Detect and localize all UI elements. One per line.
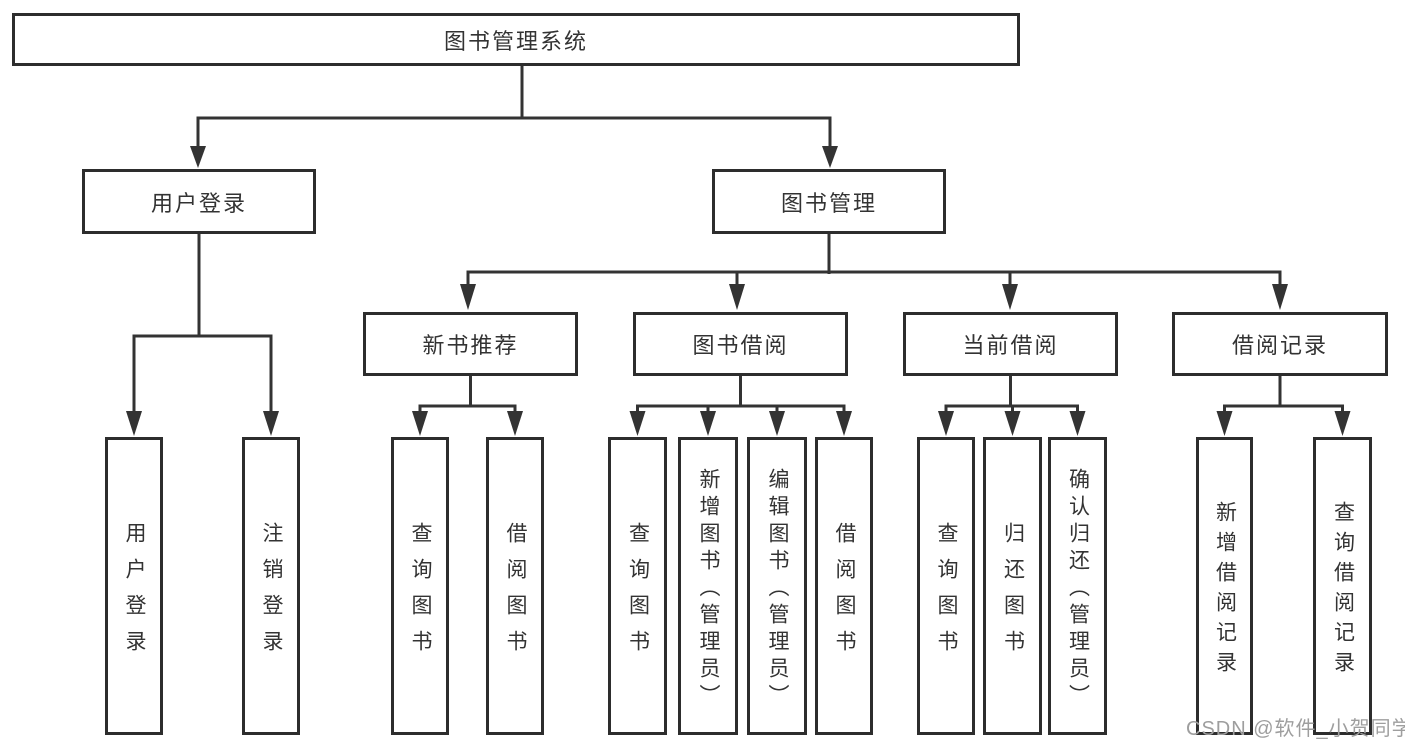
node-book-borrowing-label: 图书借阅 [692,333,789,358]
arrowhead-icon [412,411,428,436]
arrowhead-icon [1002,284,1018,310]
arrowhead-icon [263,411,279,436]
node-borrowing-records: 借阅记录 [1172,312,1388,376]
arrowhead-icon [1334,411,1351,436]
node-query-books-borrowing: 查询图书 [608,437,667,735]
node-book-borrowing: 图书借阅 [633,312,848,376]
connector-current-rail [944,404,1079,413]
node-user-login-group: 用户登录 [82,169,316,234]
node-edit-books-admin-label: 编辑图书（管理员） [766,467,789,711]
node-book-management: 图书管理 [712,169,946,234]
node-add-books-admin-label: 新增图书（管理员） [697,467,720,711]
node-logout-label: 注销登录 [260,521,283,666]
node-query-books-borrowing-label: 查询图书 [626,521,650,666]
connector-level3-rail [466,270,1282,287]
node-query-books-recommend-label: 查询图书 [409,521,432,666]
node-confirm-return-admin-label: 确认归还（管理员） [1066,467,1090,711]
connector-borrow-rail [636,404,846,413]
arrowhead-icon [629,411,646,436]
connector-newbook-rail [418,404,517,413]
node-borrow-books: 借阅图书 [815,437,873,735]
arrowhead-icon [729,284,745,310]
node-borrowing-records-label: 借阅记录 [1231,333,1328,358]
arrowhead-icon [822,146,838,168]
node-return-books: 归还图书 [983,437,1042,735]
arrowhead-icon [938,411,954,436]
arrowhead-icon [460,284,476,310]
node-root-label: 图书管理系统 [443,28,588,54]
arrowhead-icon [507,411,523,436]
node-query-books-current-label: 查询图书 [935,521,958,666]
node-add-books-admin: 新增图书（管理员） [678,437,738,735]
node-new-book-recommend-label: 新书推荐 [422,333,519,358]
watermark-text: CSDN @软件_小贺同学 [1186,718,1405,740]
node-current-borrowing-label: 当前借阅 [962,333,1059,358]
node-book-management-label: 图书管理 [780,190,877,216]
arrowhead-icon [1069,411,1086,436]
node-current-borrowing: 当前借阅 [903,312,1118,376]
node-root: 图书管理系统 [12,13,1020,66]
connector-records-rail [1223,404,1344,413]
arrowhead-icon [769,411,785,436]
node-query-borrow-record-label: 查询借阅记录 [1331,500,1355,681]
arrowhead-icon [700,411,716,436]
node-add-borrow-record: 新增借阅记录 [1196,437,1253,735]
arrowhead-icon [836,411,852,436]
arrowhead-icon [1272,284,1288,310]
connector-level2-rail [196,116,832,148]
node-user-login-label: 用户登录 [123,521,146,666]
arrowhead-icon [126,411,142,436]
node-borrow-books-label: 借阅图书 [833,521,856,666]
node-return-books-label: 归还图书 [1001,521,1025,666]
arrowhead-icon [190,146,206,168]
node-borrow-books-recommend: 借阅图书 [486,437,544,735]
arrowhead-icon [1216,411,1233,436]
node-add-borrow-record-label: 新增借阅记录 [1213,500,1237,681]
node-borrow-books-recommend-label: 借阅图书 [504,521,527,666]
node-new-book-recommend: 新书推荐 [363,312,578,376]
node-user-login-group-label: 用户登录 [150,190,247,216]
arrowhead-icon [1004,411,1021,436]
node-user-login: 用户登录 [105,437,163,735]
node-confirm-return-admin: 确认归还（管理员） [1048,437,1107,735]
node-query-books-current: 查询图书 [917,437,975,735]
connector-login-rail [132,334,273,413]
node-query-books-recommend: 查询图书 [391,437,449,735]
node-query-borrow-record: 查询借阅记录 [1313,437,1372,735]
node-edit-books-admin: 编辑图书（管理员） [747,437,807,735]
node-logout: 注销登录 [242,437,300,735]
